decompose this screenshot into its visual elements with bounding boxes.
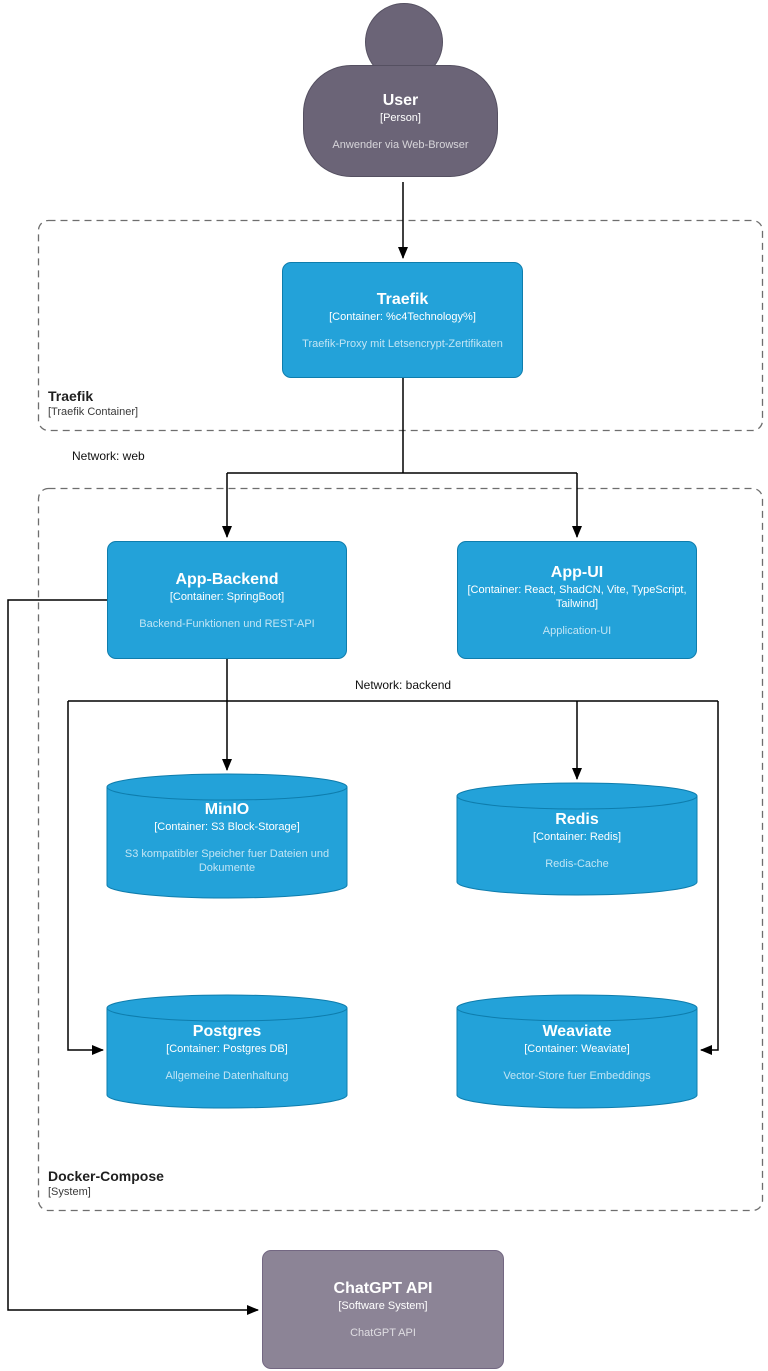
minio-cylinder-rim <box>106 786 348 801</box>
app-ui-title: App-UI <box>550 563 604 581</box>
redis-title: Redis <box>555 810 599 828</box>
weaviate-cylinder-rim <box>456 1007 698 1022</box>
postgres-title: Postgres <box>192 1023 262 1040</box>
weaviate-title: Weaviate <box>542 1023 612 1040</box>
minio-cylinder[interactable] <box>106 773 348 899</box>
edge-to-weaviate <box>700 701 719 1055</box>
minio-title: MinIO <box>204 800 250 818</box>
traefik-meta: [Container: %c4Technology%] <box>329 310 476 323</box>
chatgpt-api-description: ChatGPT API <box>350 1327 416 1339</box>
user-title: User <box>382 91 419 109</box>
redis-description: Redis-Cache <box>545 857 609 870</box>
traefik-boundary-meta: [Traefik Container] <box>48 406 139 418</box>
postgres-meta: [Container: Postgres DB] <box>166 1043 288 1055</box>
redis-node-label: Redis [Container: Redis] Redis-Cache <box>457 797 697 883</box>
postgres-node-label: Postgres [Container: Postgres DB] Allgem… <box>107 1009 347 1096</box>
user-description: Anwender via Web-Browser <box>332 138 469 151</box>
network-web-label: Network: web <box>72 449 145 463</box>
app-backend-meta: [Container: SpringBoot] <box>169 590 285 603</box>
app-ui-node[interactable]: App-UI [Container: React, ShadCN, Vite, … <box>457 541 697 659</box>
chatgpt-api-title: ChatGPT API <box>333 1280 433 1297</box>
traefik-node[interactable]: Traefik [Container: %c4Technology%] Trae… <box>282 262 523 378</box>
redis-meta: [Container: Redis] <box>532 830 622 843</box>
traefik-boundary-title: Traefik <box>48 388 94 404</box>
traefik-boundary-label: Traefik [Traefik Container] <box>48 388 138 419</box>
postgres-description: Allgemeine Datenhaltung <box>165 1070 289 1082</box>
redis-cylinder[interactable] <box>456 782 698 896</box>
user-meta: [Person] <box>380 111 421 124</box>
weaviate-description: Vector-Store fuer Embeddings <box>503 1070 651 1082</box>
traefik-boundary[interactable] <box>37 219 764 432</box>
chatgpt-api-node[interactable]: ChatGPT API [Software System] ChatGPT AP… <box>262 1250 504 1369</box>
chatgpt-api-meta: [Software System] <box>338 1300 428 1312</box>
app-backend-title: App-Backend <box>175 570 279 588</box>
app-backend-node[interactable]: App-Backend [Container: SpringBoot] Back… <box>107 541 347 659</box>
postgres-cylinder-rim <box>106 1007 348 1022</box>
minio-meta: [Container: S3 Block-Storage] <box>154 820 300 833</box>
app-ui-meta: [Container: React, ShadCN, Vite, TypeScr… <box>467 583 687 610</box>
docker-compose-boundary-meta: [System] <box>48 1186 91 1198</box>
app-backend-description: Backend-Funktionen und REST-API <box>139 617 315 630</box>
weaviate-node-label: Weaviate [Container: Weaviate] Vector-St… <box>457 1009 697 1096</box>
weaviate-meta: [Container: Weaviate] <box>524 1043 630 1055</box>
minio-description: S3 kompatibler Speicher fuer Dateien und… <box>124 847 330 874</box>
weaviate-cylinder[interactable] <box>456 994 698 1109</box>
traefik-description: Traefik-Proxy mit Letsencrypt-Zertifikat… <box>302 337 503 350</box>
network-backend-label: Network: backend <box>355 678 452 692</box>
edge-app-backend-to-chatgpt <box>7 599 259 1315</box>
docker-compose-boundary-label: Docker-Compose [System] <box>48 1168 164 1199</box>
user-person-node[interactable]: User [Person] Anwender via Web-Browser <box>303 65 498 177</box>
app-ui-description: Application-UI <box>542 624 612 637</box>
docker-compose-boundary[interactable] <box>37 487 764 1212</box>
redis-cylinder-rim <box>456 795 698 810</box>
edge-to-postgres <box>67 701 104 1055</box>
docker-compose-boundary-title: Docker-Compose <box>48 1168 164 1184</box>
traefik-title: Traefik <box>376 290 429 308</box>
minio-node-label: MinIO [Container: S3 Block-Storage] S3 k… <box>107 788 347 886</box>
postgres-cylinder[interactable] <box>106 994 348 1109</box>
